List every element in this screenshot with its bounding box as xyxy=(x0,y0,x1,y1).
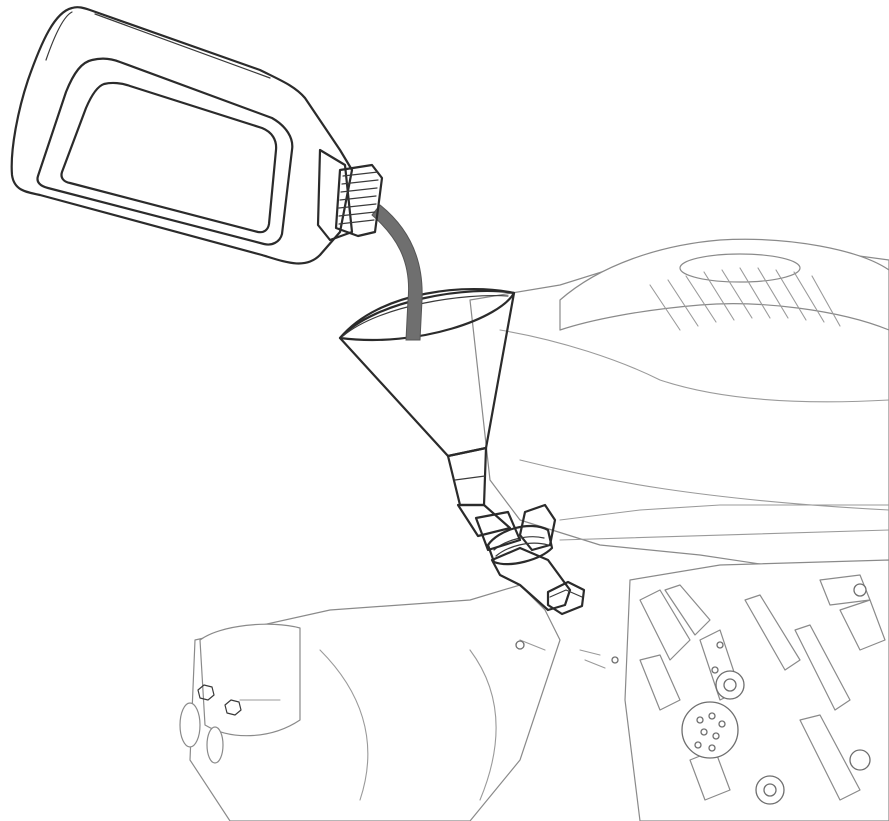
mower-deck-icon xyxy=(180,585,618,821)
engine-icon xyxy=(470,239,889,821)
oil-stream xyxy=(372,205,422,340)
oil-bottle-icon xyxy=(12,7,382,263)
